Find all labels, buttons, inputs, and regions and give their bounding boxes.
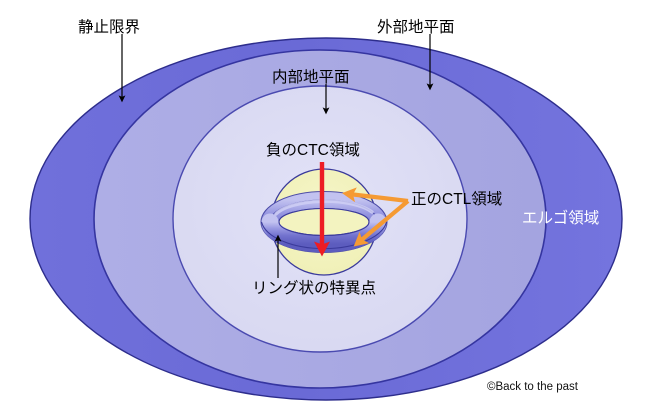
label-ergoregion: エルゴ領域: [522, 210, 600, 227]
label-static-limit: 静止限界: [78, 19, 141, 36]
label-negative-ctc-region: 負のCTC領域: [266, 142, 360, 159]
label-outer-horizon: 外部地平面: [377, 19, 455, 36]
label-ring-singularity: リング状の特異点: [252, 280, 377, 297]
label-inner-horizon: 内部地平面: [272, 69, 350, 86]
label-positive-ctl-region: 正のCTL領域: [411, 191, 503, 208]
credit-text: ©Back to the past: [487, 381, 578, 393]
positive-ctl-orange-arrow-upper: [342, 187, 409, 204]
positive-ctl-orange-arrow-lower: [353, 199, 410, 247]
